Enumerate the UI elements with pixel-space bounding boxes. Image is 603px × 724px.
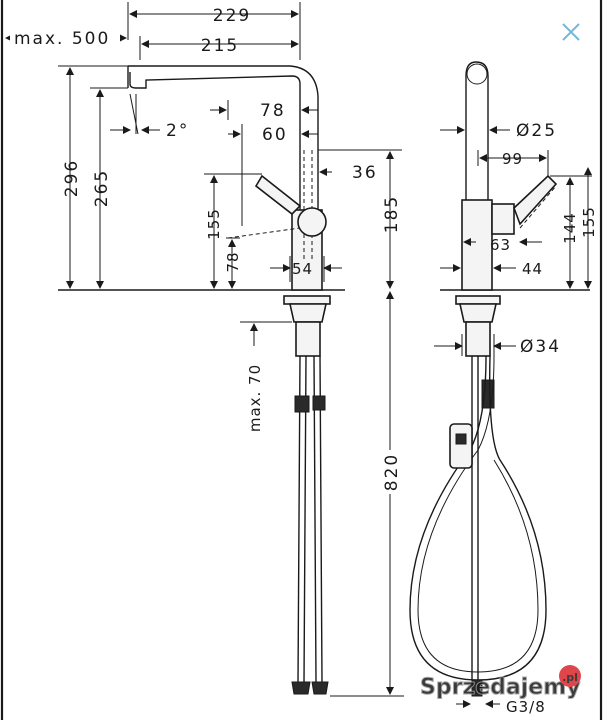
front-lever-swing [519, 185, 557, 229]
front-mounting-stud [465, 321, 491, 357]
dim-78v-label: 78 [224, 251, 242, 272]
dim-185-label: 185 [382, 195, 402, 233]
dim-63-label: 63 [490, 236, 511, 254]
hose-clip-right [312, 395, 326, 411]
dim-54-label: 54 [292, 260, 313, 278]
mounting-stud [295, 321, 321, 357]
dim-229-label: 229 [213, 6, 251, 26]
front-hose-end [471, 679, 483, 697]
watermark: Sprzedajemy .pl [420, 665, 581, 701]
front-lever-hub [491, 203, 515, 235]
front-base-flange [455, 295, 501, 305]
base-flange [283, 295, 331, 305]
dim-d25-label: Ø25 [516, 121, 557, 141]
front-base-ring [459, 303, 497, 323]
dim-155r-label: 155 [580, 206, 598, 238]
spout-outline-outer [128, 65, 319, 210]
dim-60-label: 60 [262, 125, 288, 145]
dim-155-label: 155 [205, 208, 223, 240]
watermark-badge [559, 665, 581, 687]
hose-weight-clip [455, 433, 467, 445]
dim-44-label: 44 [522, 260, 543, 278]
dim-angle-label: 2° [166, 121, 189, 141]
hose-end-right [311, 681, 329, 695]
dim-820-bg [380, 450, 402, 494]
pullout-hose-loop-inner [417, 355, 539, 673]
dim-max70-label: max. 70 [246, 364, 264, 432]
dim-99-label: 99 [502, 150, 523, 168]
hose-weight [449, 423, 473, 469]
dim-215-label: 215 [201, 36, 239, 56]
angle-ext-2 [129, 93, 139, 135]
dim-296-label: 296 [62, 159, 82, 197]
front-view: Ø25 99 144 155 63 44 Ø34 G3/8 [409, 61, 598, 716]
hose-clip-left [294, 395, 310, 413]
front-spout-outline-right [465, 61, 489, 210]
lever-hub [297, 207, 327, 237]
dim-max500-label: max. 500 [14, 29, 110, 49]
lever-handle [254, 174, 302, 216]
dim-78h-label: 78 [260, 101, 286, 121]
side-view: 229 215 max. 500 2° 78 60 36 296 [5, 2, 404, 697]
dim-max500-bg [10, 28, 120, 48]
front-lever [513, 174, 558, 226]
close-icon[interactable] [556, 18, 586, 48]
dim-36-label: 36 [352, 163, 378, 183]
watermark-text: Sprzedajemy [420, 675, 581, 700]
dim-144-label: 144 [561, 212, 579, 244]
hose-end-left [291, 681, 311, 695]
base-ring [289, 303, 327, 323]
dim-g38-label: G3/8 [506, 698, 546, 716]
watermark-badge-text: .pl [562, 671, 578, 684]
dim-265-label: 265 [92, 169, 112, 207]
front-spout-top [466, 63, 488, 85]
lever-swing-line [227, 227, 301, 239]
dim-d34-label: Ø34 [520, 337, 561, 357]
dim-820-label: 820 [382, 453, 402, 491]
front-body [461, 199, 493, 291]
spout-outline-top [129, 72, 301, 210]
